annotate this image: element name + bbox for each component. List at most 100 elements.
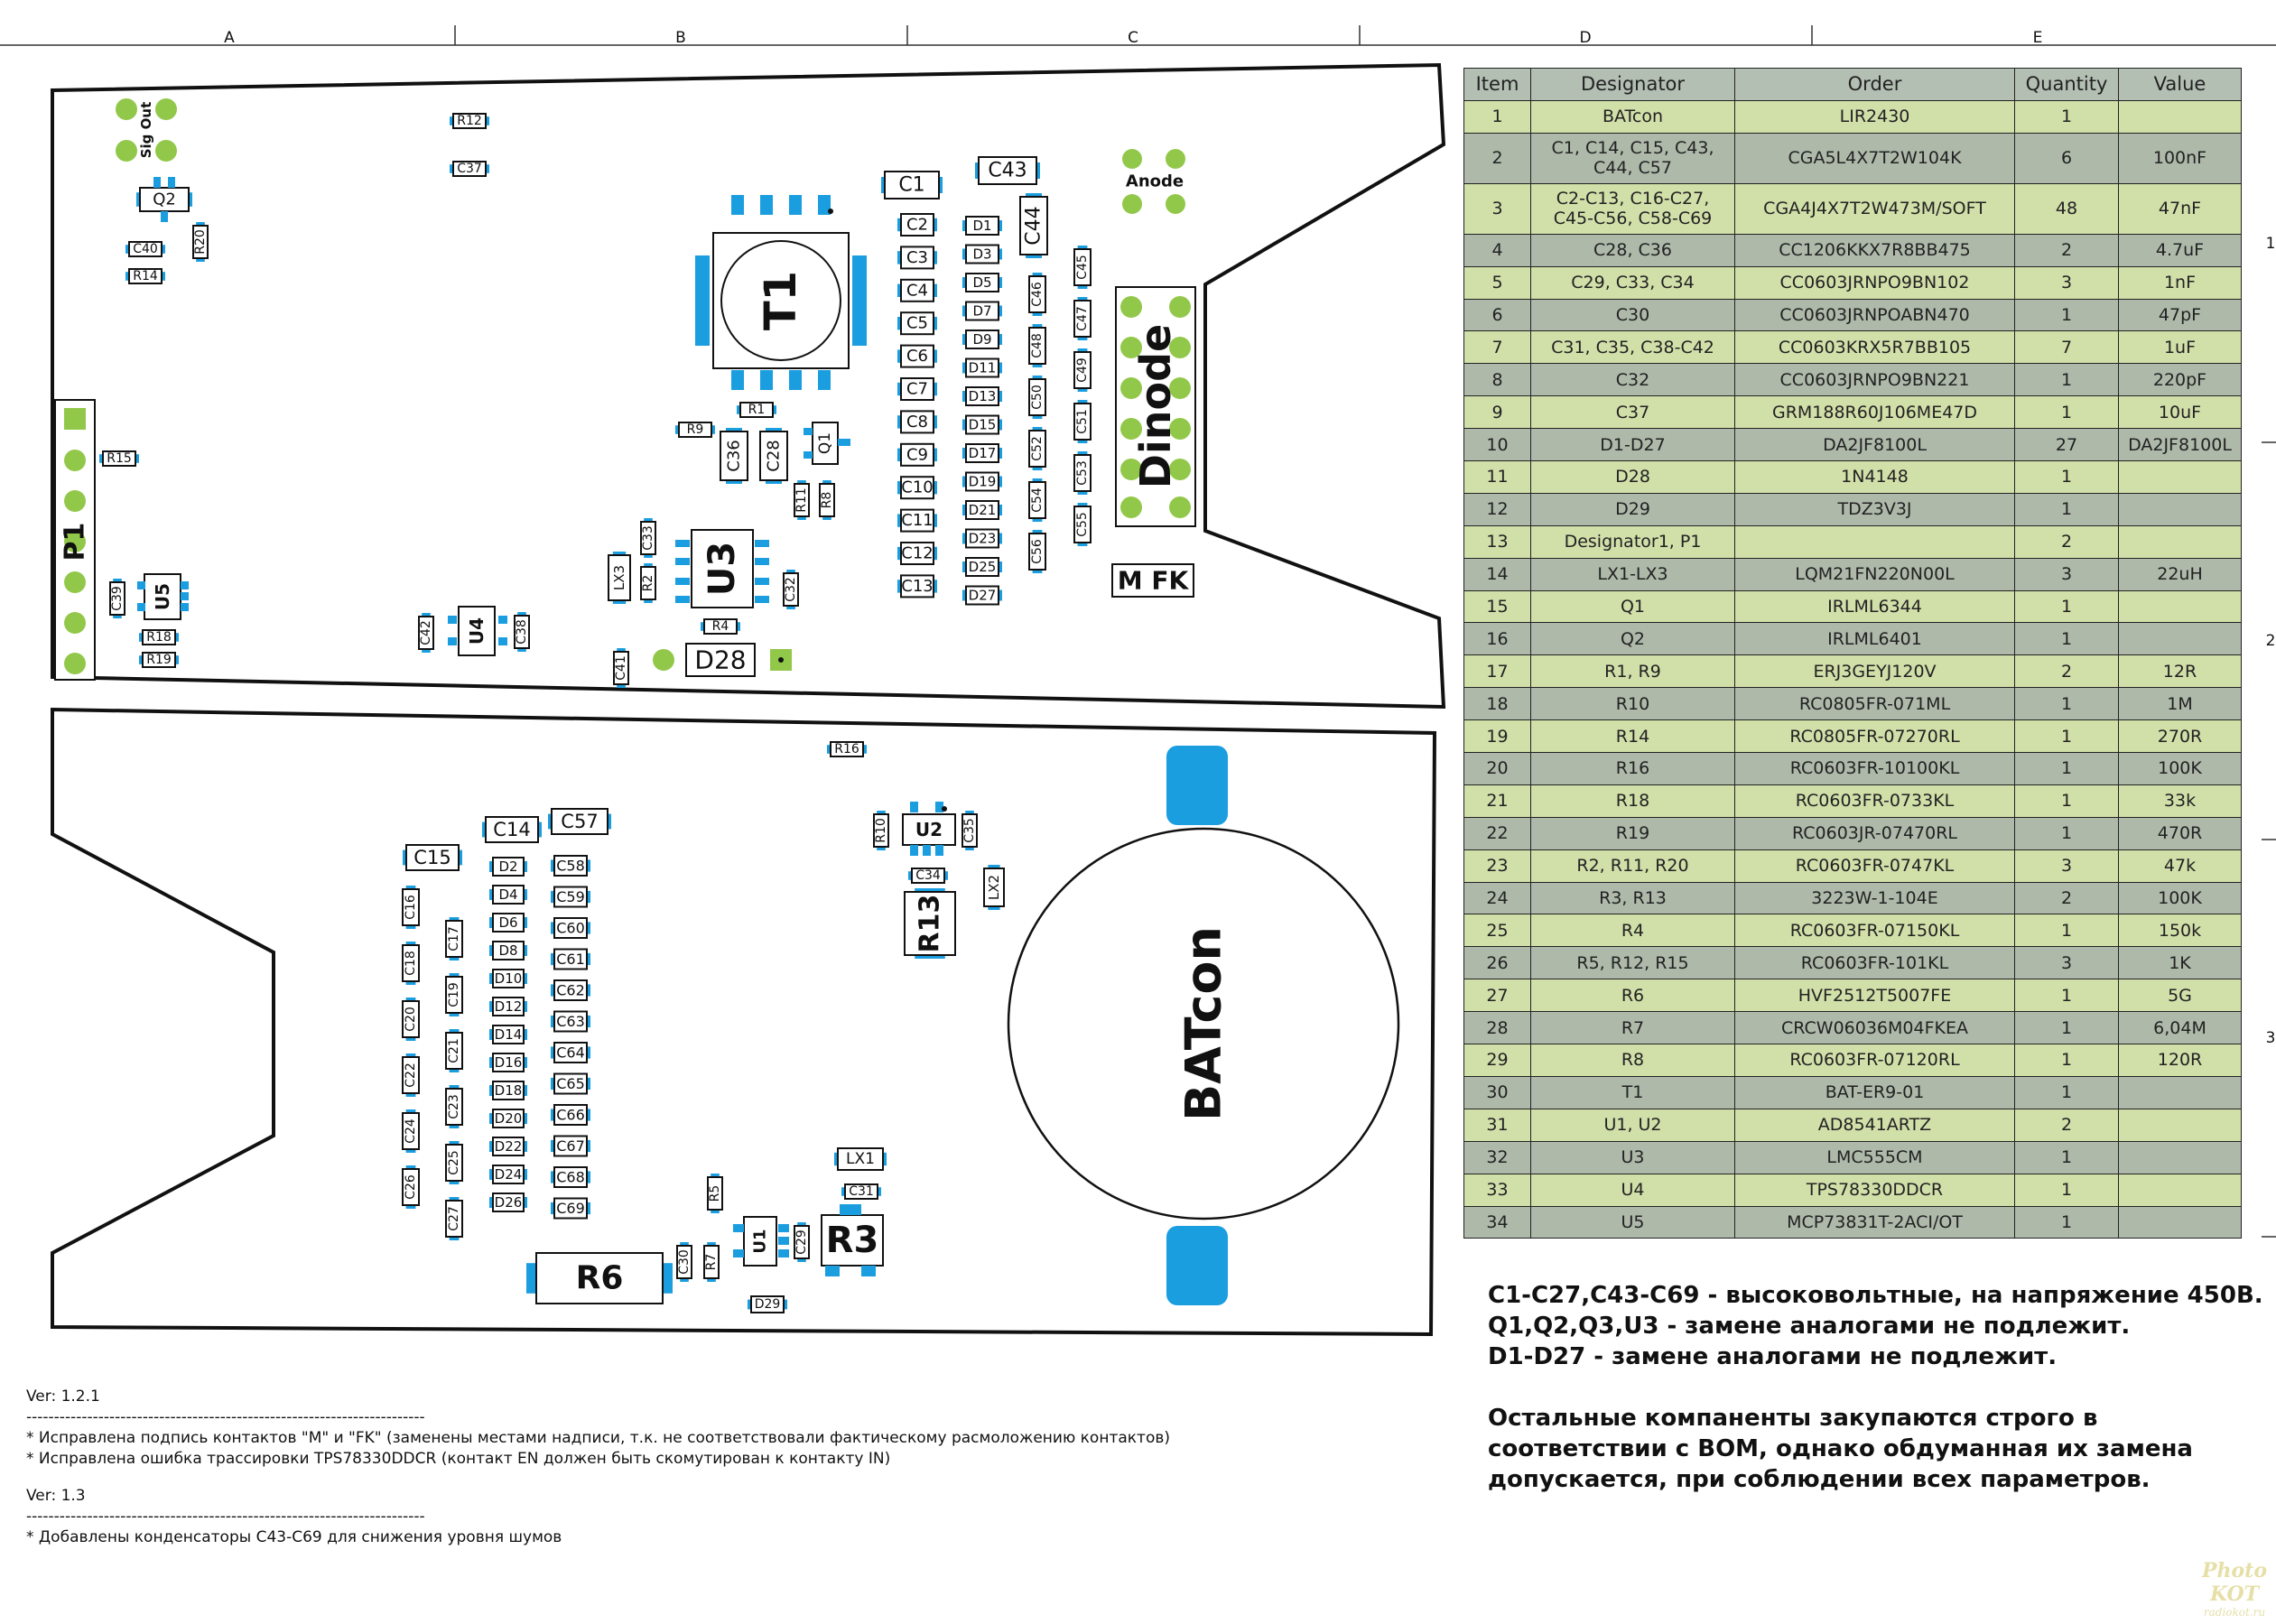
component-c41: C41 bbox=[613, 648, 629, 688]
bom-cell-value bbox=[2118, 1075, 2242, 1109]
component-label: Q2 bbox=[153, 190, 176, 209]
bom-cell-value: 10uF bbox=[2118, 395, 2242, 430]
component-q1: Q1 bbox=[812, 422, 839, 465]
note-spacer bbox=[1488, 1372, 2263, 1403]
component-c64: C64 bbox=[551, 1042, 590, 1063]
component-c69: C69 bbox=[551, 1197, 590, 1220]
bom-cell-designator: Q1 bbox=[1530, 589, 1735, 624]
pcb-bottom-outline bbox=[51, 707, 1437, 1337]
bom-cell-item: 31 bbox=[1463, 1108, 1531, 1142]
bom-cell-quantity: 1 bbox=[2014, 816, 2119, 850]
bom-cell-order: CRCW06036M04FKEA bbox=[1734, 1011, 2015, 1045]
component-label: C23 bbox=[447, 1094, 461, 1119]
component-label: C49 bbox=[1075, 357, 1090, 383]
component-d6: D6 bbox=[489, 913, 527, 933]
component-label: C68 bbox=[556, 1169, 585, 1186]
bom-cell-quantity: 1 bbox=[2014, 914, 2119, 948]
component-label: C6 bbox=[906, 347, 928, 366]
component-label: R9 bbox=[687, 422, 704, 437]
component-label: D2 bbox=[498, 858, 517, 875]
component-label: R19 bbox=[146, 653, 172, 667]
bom-cell-quantity: 2 bbox=[2014, 524, 2119, 559]
component-c56: C56 bbox=[1028, 530, 1046, 573]
bom-cell-designator: R18 bbox=[1530, 784, 1735, 818]
component-c22: C22 bbox=[402, 1053, 420, 1097]
component-label: C21 bbox=[447, 1038, 461, 1063]
component-c35: C35 bbox=[961, 811, 978, 850]
bom-cell-value: 1K bbox=[2118, 946, 2242, 980]
bom-cell-item: 34 bbox=[1463, 1205, 1531, 1239]
component-label: C33 bbox=[641, 525, 655, 551]
component-label: C48 bbox=[1030, 333, 1045, 358]
bom-cell-order: RC0603FR-07150KL bbox=[1734, 914, 2015, 948]
bom-col-quantity: Quantity bbox=[2014, 68, 2119, 101]
component-c26: C26 bbox=[402, 1165, 420, 1209]
component-c18: C18 bbox=[402, 942, 420, 985]
component-d14: D14 bbox=[489, 1025, 527, 1044]
component-label: C61 bbox=[556, 951, 585, 968]
component-d29: D29 bbox=[748, 1295, 787, 1313]
bom-col-order: Order bbox=[1734, 68, 2015, 101]
component-label: D6 bbox=[498, 914, 517, 931]
component-label: C54 bbox=[1030, 487, 1045, 513]
bom-cell-designator: R14 bbox=[1530, 719, 1735, 754]
bom-cell-value: 100K bbox=[2118, 881, 2242, 915]
bom-cell-item: 33 bbox=[1463, 1173, 1531, 1207]
note-line: C1-C27,C43-C69 - высоковольтные, на напр… bbox=[1488, 1282, 2263, 1309]
bom-cell-item: 6 bbox=[1463, 298, 1531, 332]
component-label: C1 bbox=[898, 174, 924, 197]
dinode-label: Dinode bbox=[1131, 324, 1180, 488]
bom-cell-order: CC0603JRNPO9BN102 bbox=[1734, 265, 2015, 300]
component-d24: D24 bbox=[489, 1165, 527, 1184]
component-label: C16 bbox=[404, 895, 418, 920]
component-c59: C59 bbox=[551, 886, 590, 908]
component-d25: D25 bbox=[962, 557, 1002, 577]
component-label: C45 bbox=[1075, 255, 1090, 280]
component-label: D4 bbox=[498, 886, 517, 903]
bom-cell-designator: LX1-LX3 bbox=[1530, 557, 1735, 591]
component-d20: D20 bbox=[489, 1109, 527, 1128]
component-r20: R20 bbox=[192, 222, 209, 262]
bom-cell-value bbox=[2118, 1140, 2242, 1174]
bom-cell-quantity: 1 bbox=[2014, 1140, 2119, 1174]
bom-cell-value: 47nF bbox=[2118, 182, 2242, 235]
component-r2: R2 bbox=[640, 563, 656, 603]
component-d21: D21 bbox=[962, 500, 1002, 520]
component-label: U5 bbox=[152, 583, 173, 610]
component-label: C47 bbox=[1075, 306, 1090, 331]
bom-cell-item: 3 bbox=[1463, 182, 1531, 235]
component-c62: C62 bbox=[551, 979, 590, 1001]
component-c43: C43 bbox=[975, 156, 1040, 185]
component-r12: R12 bbox=[450, 113, 489, 129]
component-d16: D16 bbox=[489, 1053, 527, 1072]
component-r14: R14 bbox=[125, 268, 165, 284]
component-c61: C61 bbox=[551, 948, 590, 970]
bom-cell-designator: Q2 bbox=[1530, 622, 1735, 656]
version-title: Ver: 1.3 bbox=[26, 1487, 86, 1505]
bom-cell-value bbox=[2118, 99, 2242, 134]
component-label: D17 bbox=[969, 445, 997, 461]
bom-cell-order: AD8541ARTZ bbox=[1734, 1108, 2015, 1142]
bom-cell-quantity: 2 bbox=[2014, 654, 2119, 689]
component-label: C5 bbox=[906, 314, 928, 333]
component-c38: C38 bbox=[514, 612, 530, 652]
component-lx2: LX2 bbox=[983, 865, 1005, 910]
component-c52: C52 bbox=[1028, 427, 1046, 470]
component-label: C52 bbox=[1030, 436, 1045, 461]
component-label: C66 bbox=[556, 1107, 585, 1124]
bom-cell-quantity: 6 bbox=[2014, 132, 2119, 184]
component-c12: C12 bbox=[897, 542, 937, 565]
component-c28: C28 bbox=[759, 428, 788, 484]
component-d11: D11 bbox=[962, 357, 1002, 378]
bom-col-designator: Designator bbox=[1530, 68, 1735, 101]
